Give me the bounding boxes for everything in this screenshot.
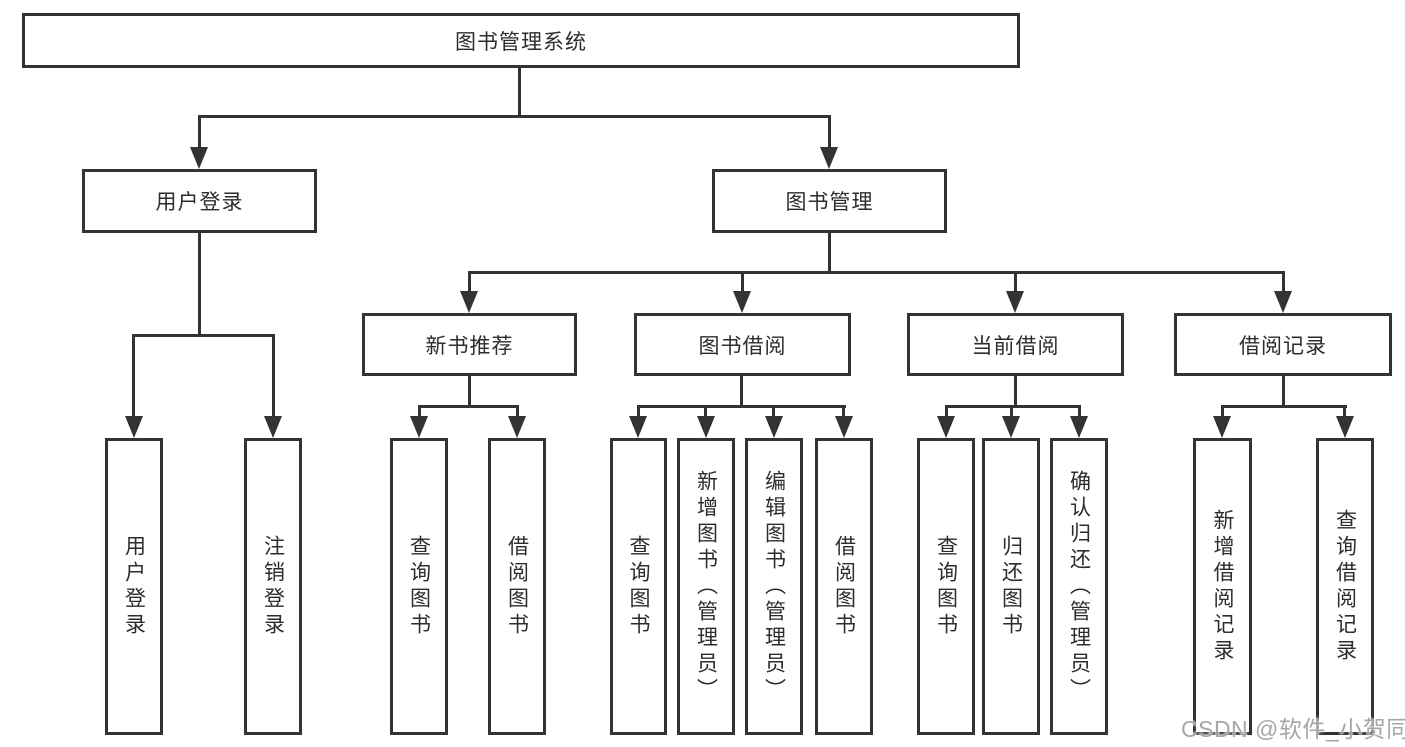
leaf-current-confirm-return-label: 确认归还（管理员） <box>1067 469 1091 704</box>
leaf-user-login: 用户登录 <box>105 438 163 735</box>
node-user-login-branch: 用户登录 <box>82 169 317 233</box>
connector-borrowing-leaf2-drop <box>704 405 707 418</box>
connector-current-leaf1-drop <box>945 405 948 418</box>
arrowhead-icon <box>697 416 715 438</box>
leaf-current-query-books: 查询图书 <box>917 438 975 735</box>
connector-newbooks-drop <box>468 271 471 291</box>
leaf-record-add: 新增借阅记录 <box>1193 438 1252 735</box>
connector-user-drop <box>198 115 201 147</box>
leaf-current-query-books-label: 查询图书 <box>934 534 958 639</box>
connector-records-split-stem <box>1282 376 1285 407</box>
leaf-borrow-query-books-label: 查询图书 <box>627 534 650 639</box>
connector-user-split-stem <box>198 233 201 336</box>
leaf-record-add-label: 新增借阅记录 <box>1211 508 1234 665</box>
leaf-borrow-add-books-label: 新增图书（管理员） <box>694 469 718 704</box>
connector-records-split-bar <box>1221 405 1347 408</box>
connector-borrowing-split-bar <box>637 405 846 408</box>
node-borrow-records: 借阅记录 <box>1174 313 1392 376</box>
node-root: 图书管理系统 <box>22 13 1020 68</box>
leaf-user-logout-label: 注销登录 <box>261 534 285 639</box>
leaf-record-query: 查询借阅记录 <box>1316 438 1374 735</box>
arrowhead-icon <box>1274 291 1292 313</box>
node-user-login-branch-label: 用户登录 <box>155 191 244 214</box>
connector-borrowing-leaf3-drop <box>772 405 775 418</box>
connector-newbooks-leaf2-drop <box>516 405 519 418</box>
connector-newbooks-split-stem <box>468 376 471 407</box>
connector-current-drop <box>1014 271 1017 291</box>
node-new-books-label: 新书推荐 <box>425 334 514 358</box>
node-book-management: 图书管理 <box>712 169 947 233</box>
arrowhead-icon <box>264 416 282 438</box>
node-book-borrowing: 图书借阅 <box>634 313 851 376</box>
arrowhead-icon <box>1336 416 1354 438</box>
arrowhead-icon <box>190 147 208 169</box>
connector-root-stem <box>518 68 521 118</box>
leaf-user-logout: 注销登录 <box>244 438 302 735</box>
leaf-borrow-edit-books: 编辑图书（管理员） <box>745 438 803 735</box>
arrowhead-icon <box>1006 291 1024 313</box>
node-new-books: 新书推荐 <box>362 313 577 376</box>
connector-borrowing-drop <box>741 271 744 291</box>
arrowhead-icon <box>410 416 428 438</box>
arrowhead-icon <box>835 416 853 438</box>
connector-book-split-stem <box>828 233 831 273</box>
node-borrow-records-label: 借阅记录 <box>1239 334 1327 358</box>
arrowhead-icon <box>1213 416 1231 438</box>
node-current-borrow-label: 当前借阅 <box>971 334 1060 358</box>
csdn-watermark: CSDN @软件_小贺同学 <box>1181 716 1405 742</box>
connector-user-leaf2-drop <box>272 334 275 416</box>
node-current-borrow: 当前借阅 <box>907 313 1124 376</box>
connector-records-leaf2-drop <box>1343 405 1346 418</box>
arrowhead-icon <box>125 416 143 438</box>
leaf-borrow-add-books: 新增图书（管理员） <box>677 438 735 735</box>
leaf-user-login-label: 用户登录 <box>122 534 146 639</box>
connector-borrowing-leaf4-drop <box>842 405 845 418</box>
leaf-new-borrow-books-label: 借阅图书 <box>505 534 529 639</box>
connector-records-leaf1-drop <box>1221 405 1224 418</box>
leaf-new-query-books-label: 查询图书 <box>407 534 431 639</box>
leaf-borrow-edit-books-label: 编辑图书（管理员） <box>762 469 786 704</box>
arrowhead-icon <box>733 291 751 313</box>
connector-level1-bar <box>198 115 831 118</box>
leaf-new-borrow-books: 借阅图书 <box>488 438 546 735</box>
node-book-borrowing-label: 图书借阅 <box>698 334 787 358</box>
leaf-record-query-label: 查询借阅记录 <box>1333 508 1357 665</box>
connector-current-leaf2-drop <box>1010 405 1013 418</box>
connector-book-drop <box>828 115 831 147</box>
leaf-new-query-books: 查询图书 <box>390 438 448 735</box>
leaf-borrow-query-books: 查询图书 <box>610 438 667 735</box>
node-book-management-label: 图书管理 <box>785 191 874 214</box>
arrowhead-icon <box>1070 416 1088 438</box>
arrowhead-icon <box>820 147 838 169</box>
connector-current-leaf3-drop <box>1078 405 1081 418</box>
arrowhead-icon <box>765 416 783 438</box>
arrowhead-icon <box>460 291 478 313</box>
arrowhead-icon <box>937 416 955 438</box>
connector-records-drop <box>1282 271 1285 291</box>
arrowhead-icon <box>508 416 526 438</box>
connector-newbooks-split-bar <box>418 405 519 408</box>
arrowhead-icon <box>629 416 647 438</box>
connector-current-split-bar <box>945 405 1081 408</box>
connector-user-leaf1-drop <box>132 334 135 416</box>
connector-newbooks-leaf1-drop <box>418 405 421 418</box>
leaf-borrow-borrow-books: 借阅图书 <box>815 438 873 735</box>
leaf-current-return-books: 归还图书 <box>982 438 1040 735</box>
arrowhead-icon <box>1002 416 1020 438</box>
leaf-current-return-books-label: 归还图书 <box>999 534 1023 639</box>
connector-borrowing-split-stem <box>740 376 743 407</box>
node-root-label: 图书管理系统 <box>455 30 587 54</box>
connector-user-split-bar <box>132 334 275 337</box>
connector-level2-bar <box>468 271 1285 274</box>
leaf-current-confirm-return: 确认归还（管理员） <box>1050 438 1108 735</box>
connector-current-split-stem <box>1014 376 1017 407</box>
leaf-borrow-borrow-books-label: 借阅图书 <box>832 534 856 639</box>
connector-borrowing-leaf1-drop <box>637 405 640 418</box>
